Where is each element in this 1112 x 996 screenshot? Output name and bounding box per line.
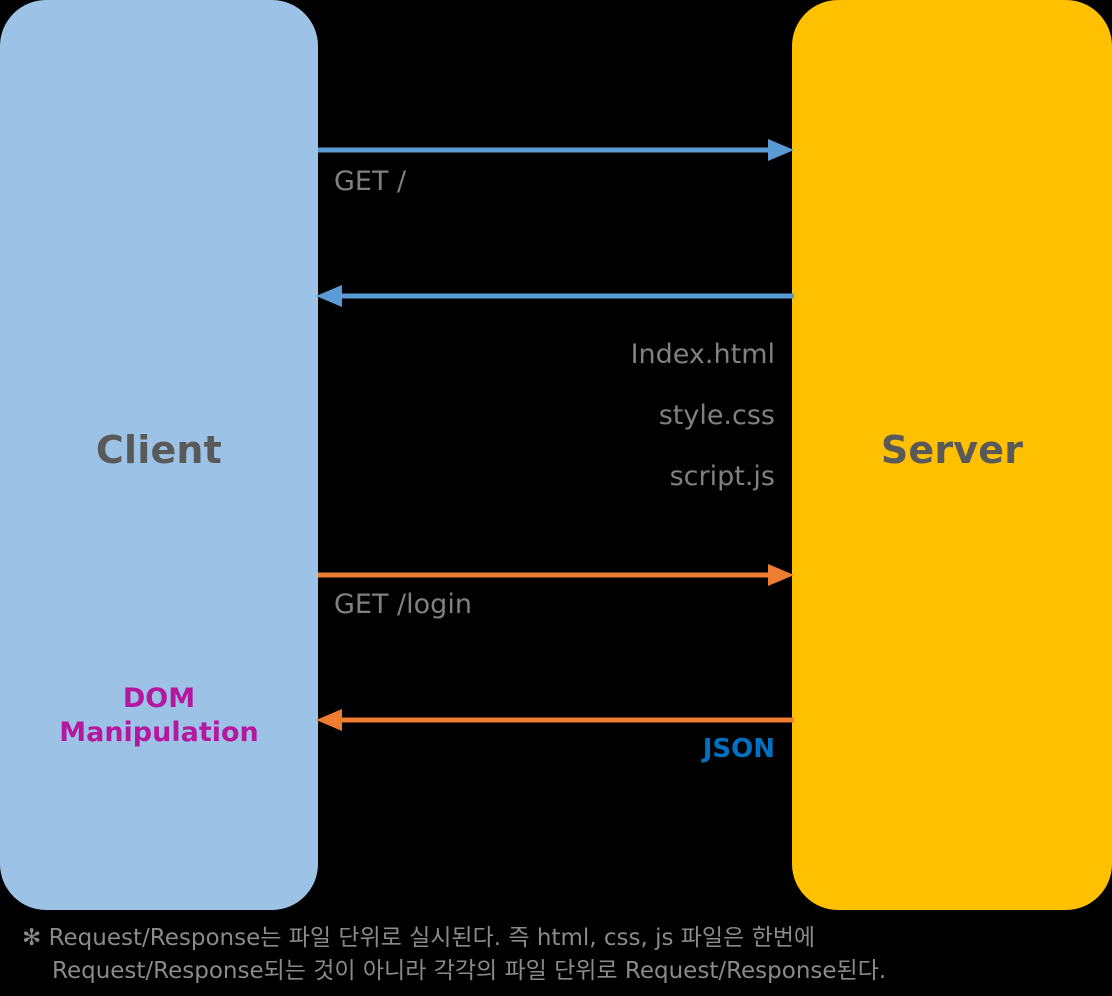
arrow-get-login xyxy=(318,563,794,587)
static-file-index: Index.html xyxy=(630,338,775,370)
server-label: Server xyxy=(880,428,1024,472)
footnote-line-1: ✻ Request/Response는 파일 단위로 실시된다. 즉 html,… xyxy=(22,925,816,951)
dom-note-line-2: Manipulation xyxy=(59,716,259,748)
dom-manipulation-note: DOM Manipulation xyxy=(0,682,318,750)
arrow-get-root-label: GET / xyxy=(334,166,407,197)
footnote: ✻ Request/Response는 파일 단위로 실시된다. 즉 html,… xyxy=(22,922,1082,987)
arrow-static-files xyxy=(316,284,794,308)
arrow-static-files-label: Index.html style.css script.js xyxy=(495,309,775,523)
static-file-script: script.js xyxy=(669,460,775,492)
server-actor-box: Server xyxy=(792,0,1112,910)
footnote-line-2: Request/Response되는 것이 아니라 각각의 파일 단위로 Req… xyxy=(52,957,887,984)
arrow-get-root xyxy=(318,138,794,162)
client-actor-box: Client xyxy=(0,0,318,910)
arrow-json-label: JSON xyxy=(702,734,775,764)
client-label: Client xyxy=(95,428,223,472)
dom-note-line-1: DOM xyxy=(122,683,196,714)
arrow-json xyxy=(316,708,794,732)
static-file-style: style.css xyxy=(658,399,775,431)
arrow-get-login-label: GET /login xyxy=(334,589,472,620)
